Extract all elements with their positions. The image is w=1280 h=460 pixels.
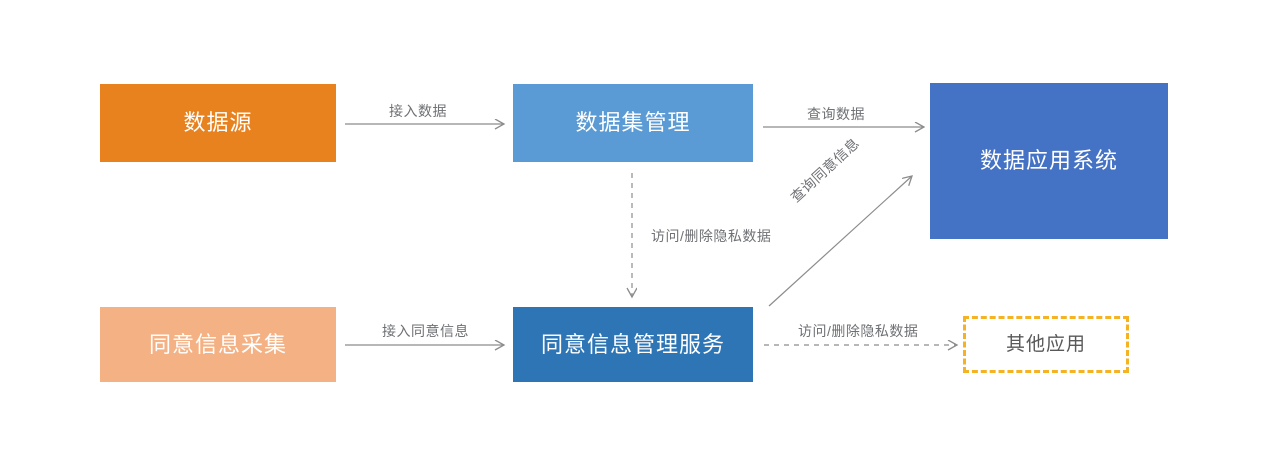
node-dataset-management-label: 数据集管理 [575, 110, 691, 136]
node-consent-collection-label: 同意信息采集 [148, 331, 287, 357]
edge-label-access-delete-privacy-bottom: 访问/删除隐私数据 [798, 323, 919, 339]
node-other-apps-label: 其他应用 [1005, 333, 1086, 355]
edge-label-ingest-data: 接入数据 [389, 103, 447, 119]
node-data-app-system[interactable]: 数据应用系统 [930, 83, 1168, 239]
node-other-apps[interactable]: 其他应用 [963, 316, 1129, 373]
node-dataset-management[interactable]: 数据集管理 [513, 84, 753, 162]
edge-label-ingest-consent: 接入同意信息 [382, 323, 469, 339]
edge-label-query-consent: 查询同意信息 [787, 134, 863, 206]
edge-label-access-delete-privacy-top: 访问/删除隐私数据 [651, 228, 772, 244]
node-data-app-system-label: 数据应用系统 [979, 148, 1118, 174]
node-data-source[interactable]: 数据源 [100, 84, 336, 162]
node-consent-collection[interactable]: 同意信息采集 [100, 307, 336, 382]
edge-label-query-data: 查询数据 [807, 106, 865, 122]
node-consent-service-label: 同意信息管理服务 [540, 331, 725, 357]
node-data-source-label: 数据源 [183, 110, 253, 136]
node-consent-service[interactable]: 同意信息管理服务 [513, 307, 753, 382]
